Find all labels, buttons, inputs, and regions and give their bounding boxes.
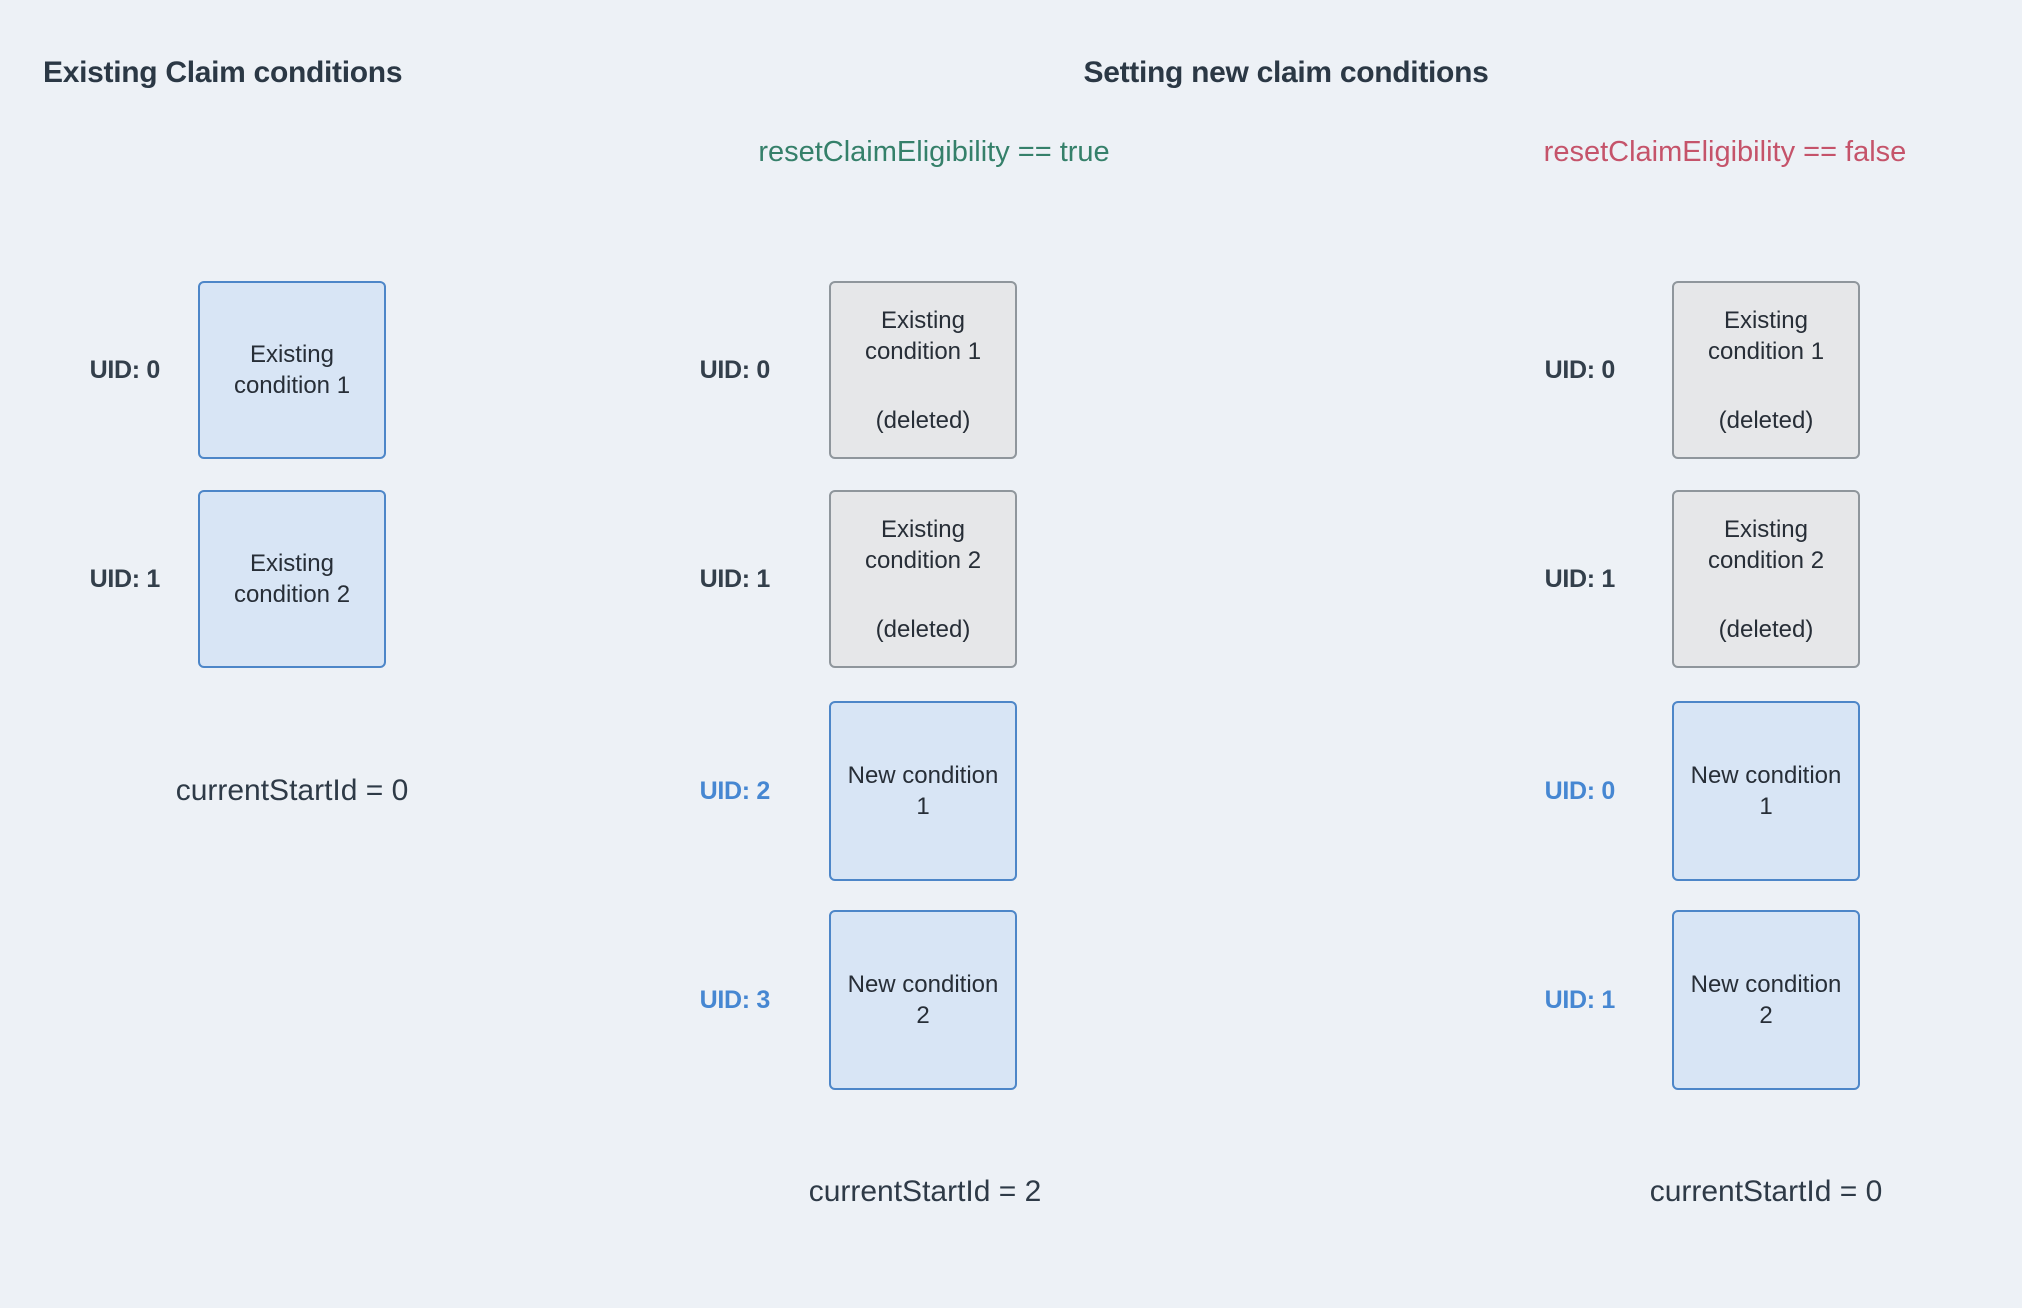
false-uid-label-2: UID: 0: [1544, 777, 1616, 805]
false-uid-label-3: UID: 1: [1544, 986, 1616, 1014]
true-current-start-id-caption: currentStartId = 2: [808, 1175, 1042, 1208]
false-uid-label-0: UID: 0: [1544, 356, 1616, 384]
box-label: Existing condition 2: [233, 550, 351, 608]
box-label: New condition 1: [1690, 762, 1842, 820]
scenario-false-subtitle: resetClaimEligibility == false: [1543, 136, 1907, 168]
box-label: Existing condition 1: [1707, 306, 1825, 365]
deleted-note: (deleted): [1718, 615, 1814, 643]
scenario-true-subtitle: resetClaimEligibility == true: [758, 136, 1110, 168]
true-uid-label-2: UID: 2: [699, 777, 771, 805]
box-label: Existing condition 2: [1707, 515, 1825, 574]
false-current-start-id-caption: currentStartId = 0: [1649, 1175, 1883, 1208]
box-label: New condition 1: [847, 762, 999, 820]
deleted-note: (deleted): [875, 406, 971, 434]
box-label: Existing condition 1: [233, 341, 351, 399]
false-uid-label-1: UID: 1: [1544, 565, 1616, 593]
left-existing-condition-2-box: Existing condition 2: [198, 490, 386, 668]
box-label: Existing condition 1: [864, 306, 982, 365]
false-existing-condition-1-box: Existing condition 1 (deleted): [1672, 281, 1860, 459]
left-section-title: Existing Claim conditions: [43, 56, 403, 89]
deleted-note: (deleted): [1718, 406, 1814, 434]
true-uid-label-1: UID: 1: [699, 565, 771, 593]
right-section-title: Setting new claim conditions: [1083, 56, 1489, 89]
box-label: Existing condition 2: [864, 515, 982, 574]
false-new-condition-2-box: New condition 2: [1672, 910, 1860, 1090]
true-existing-condition-2-box: Existing condition 2 (deleted): [829, 490, 1017, 668]
true-uid-label-3: UID: 3: [699, 986, 771, 1014]
deleted-note: (deleted): [875, 615, 971, 643]
left-uid-label-1: UID: 1: [89, 565, 161, 593]
left-existing-condition-1-box: Existing condition 1: [198, 281, 386, 459]
true-new-condition-2-box: New condition 2: [829, 910, 1017, 1090]
true-existing-condition-1-box: Existing condition 1 (deleted): [829, 281, 1017, 459]
box-label: New condition 2: [1690, 971, 1842, 1029]
left-uid-label-0: UID: 0: [89, 356, 161, 384]
false-new-condition-1-box: New condition 1: [1672, 701, 1860, 881]
box-label: New condition 2: [847, 971, 999, 1029]
true-uid-label-0: UID: 0: [699, 356, 771, 384]
left-current-start-id-caption: currentStartId = 0: [175, 774, 409, 807]
false-existing-condition-2-box: Existing condition 2 (deleted): [1672, 490, 1860, 668]
true-new-condition-1-box: New condition 1: [829, 701, 1017, 881]
